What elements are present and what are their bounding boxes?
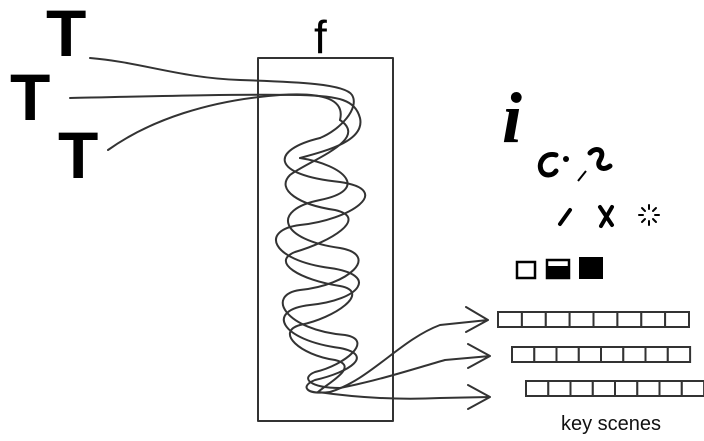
key-scene-frame [555,346,580,363]
slash-icon [558,208,572,226]
key-scene-frame [497,311,523,328]
key-scene-frame [533,346,558,363]
key-scene-frame [640,311,667,328]
key-scene-frame [616,311,643,328]
key-scene-frame [591,380,617,397]
key-scene-frame [614,380,639,397]
key-scene-frame [680,380,704,397]
key-scene-frame [592,311,619,328]
info-letter: i [502,78,523,158]
key-scene-frame [658,380,683,397]
t-middle-letter: T [10,60,51,134]
cut-pieces-icon [537,147,613,182]
key-scene-timeline [525,380,704,397]
filled-square-icon [579,257,603,279]
empty-square-icon [515,260,537,280]
key-scene-frame [511,346,536,363]
input-strand-1 [89,57,355,139]
output-arrow-3 [317,384,491,410]
helix-strand-c [284,119,354,393]
key-scene-frame [568,311,595,328]
key-scene-frame [577,346,603,363]
input-strand-3 [107,93,342,151]
key-scene-frame [636,380,661,397]
key-scene-frame [547,380,572,397]
half-filled-square-icon [545,258,571,280]
output-arrow-1 [329,306,489,393]
helix-strand-b [281,157,360,389]
output-arrow-2 [339,343,491,389]
key-scene-frame [664,311,690,328]
key-scene-frame [666,346,692,363]
filter-box [257,57,394,422]
key-scene-frame [520,311,547,328]
key-scene-frame [544,311,571,328]
key-scene-frame [569,380,594,397]
helix-strand-a [275,137,367,394]
key-scenes-caption: key scenes [561,413,662,435]
key-scene-timeline [497,311,690,328]
spark-icon [638,204,660,226]
t-top-letter: T [46,0,87,70]
t-bottom-letter: T [58,118,99,192]
cross-icon [598,205,614,228]
key-scene-frame [600,346,625,363]
key-scene-frame [644,346,669,363]
key-scene-frame [525,380,550,397]
key-scene-frame [622,346,647,363]
key-scene-timeline [511,346,692,363]
filter-label: f [314,11,327,63]
